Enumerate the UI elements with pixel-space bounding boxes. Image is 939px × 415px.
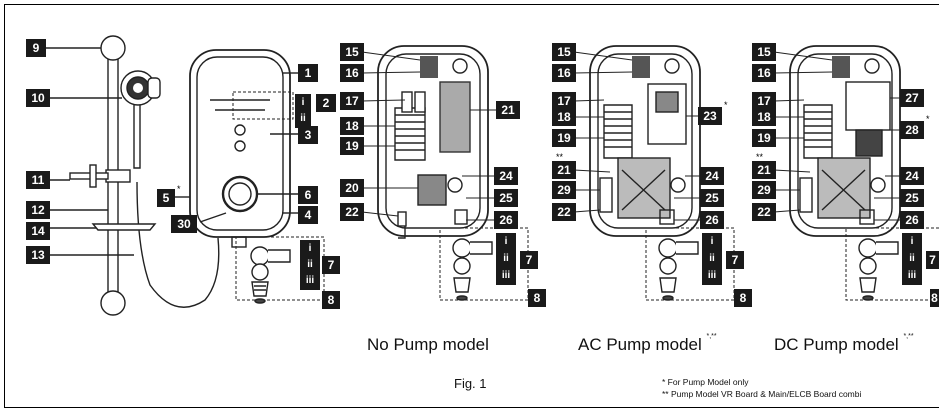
no-pump-internal-view [377,45,489,239]
callout-26-b: 26 [700,211,724,229]
callout-24-a: 24 [494,167,518,185]
callout-12: 12 [26,201,50,219]
ac-pump-internal-view [589,45,701,237]
callout-7: 7 [322,256,340,274]
callout-25-b: 25 [700,189,724,207]
callout-7-c-i: i [902,233,922,251]
callout-19-a: 19 [340,137,364,155]
shower-rail [69,35,131,316]
callout-24-c: 24 [900,167,924,185]
heater-exterior [189,49,291,248]
callout-28-c-star: * [926,114,930,124]
callout-7-a-ii: ii [496,250,516,268]
callout-7-b-iii: iii [702,267,722,285]
shelf [91,223,157,231]
callout-21-c-dstar: ** [756,152,764,162]
callout-29-c: 29 [752,181,776,199]
callout-5-star: * [177,184,181,194]
callout-2: 2 [316,94,336,112]
callout-6: 6 [298,186,318,204]
callout-13: 13 [26,246,50,264]
fittings-internal [439,227,939,301]
callout-18-b: 18 [552,108,576,126]
callout-26-c: 26 [900,211,924,229]
callout-8-a: 8 [528,289,546,307]
callout-7-c-iii: iii [902,267,922,285]
callout-22-a: 22 [340,203,364,221]
callout-10: 10 [26,89,50,107]
callout-23-b-star: * [724,100,728,110]
figure-caption: Fig. 1 [454,376,487,391]
callout-15-b: 15 [552,43,576,61]
footnote-single-star: * For Pump Model only [662,377,749,387]
callout-7-b: 7 [726,251,744,269]
callout-15-a: 15 [340,43,364,61]
ac-model-marker: *,** [706,333,717,340]
callout-3: 3 [298,126,318,144]
callout-8: 8 [322,291,340,309]
callout-29-b: 29 [552,181,576,199]
callout-16-c: 16 [752,64,776,82]
callout-27-c: 27 [900,89,924,107]
callout-16-b: 16 [552,64,576,82]
callout-8-c: 8 [930,289,939,307]
callout-24-b: 24 [700,167,724,185]
callout-18-c: 18 [752,108,776,126]
callout-1: 1 [298,64,318,82]
callout-22-c: 22 [752,203,776,221]
callout-28-c: 28 [900,121,924,139]
callout-7-b-i: i [702,233,722,251]
callout-21-b: 21 [552,161,576,179]
dc-pump-internal-view [789,45,901,237]
callout-25-a: 25 [494,189,518,207]
callout-7-b-ii: ii [702,250,722,268]
callout-20-a: 20 [340,179,364,197]
callout-17-c: 17 [752,92,776,110]
callout-14: 14 [26,222,50,240]
callout-21-a: 21 [496,101,520,119]
callout-30: 30 [171,215,197,233]
callout-16-a: 16 [340,64,364,82]
callout-15-c: 15 [752,43,776,61]
callout-7-c-ii: ii [902,250,922,268]
callout-4: 4 [298,206,318,224]
callout-5: 5 [157,189,175,207]
callout-7-i: i [300,240,320,258]
dc-model-marker: *,** [903,333,914,340]
callout-7-a-i: i [496,233,516,251]
callout-21-c: 21 [752,161,776,179]
title-no-pump-model: No Pump model [367,335,489,354]
callout-7-iii: iii [300,272,320,290]
callout-25-c: 25 [900,189,924,207]
title-ac-pump-model: AC Pump model *,** [578,333,717,354]
callout-26-a: 26 [494,211,518,229]
callout-17-b: 17 [552,92,576,110]
callout-7-ii: ii [300,256,320,274]
figure-frame [4,4,939,408]
callout-17-a: 17 [340,92,364,110]
callout-18-a: 18 [340,117,364,135]
callout-23-b: 23 [698,107,722,125]
callout-8-b: 8 [734,289,752,307]
fittings-exterior [250,246,291,304]
title-dc-pump-model: DC Pump model *,** [774,333,914,354]
callout-2-i: i [295,94,311,112]
hand-shower-icon [120,70,220,308]
callout-7-c: 7 [926,251,939,269]
callout-19-c: 19 [752,129,776,147]
callout-22-b: 22 [552,203,576,221]
callout-7-a-iii: iii [496,267,516,285]
callout-9: 9 [26,39,46,57]
callout-11: 11 [26,171,50,189]
callout-19-b: 19 [552,129,576,147]
callout-21-b-dstar: ** [556,152,564,162]
callout-7-a: 7 [520,251,538,269]
callout-2-ii: ii [295,110,311,128]
footnote-double-star: ** Pump Model VR Board & Main/ELCB Board… [662,389,862,399]
